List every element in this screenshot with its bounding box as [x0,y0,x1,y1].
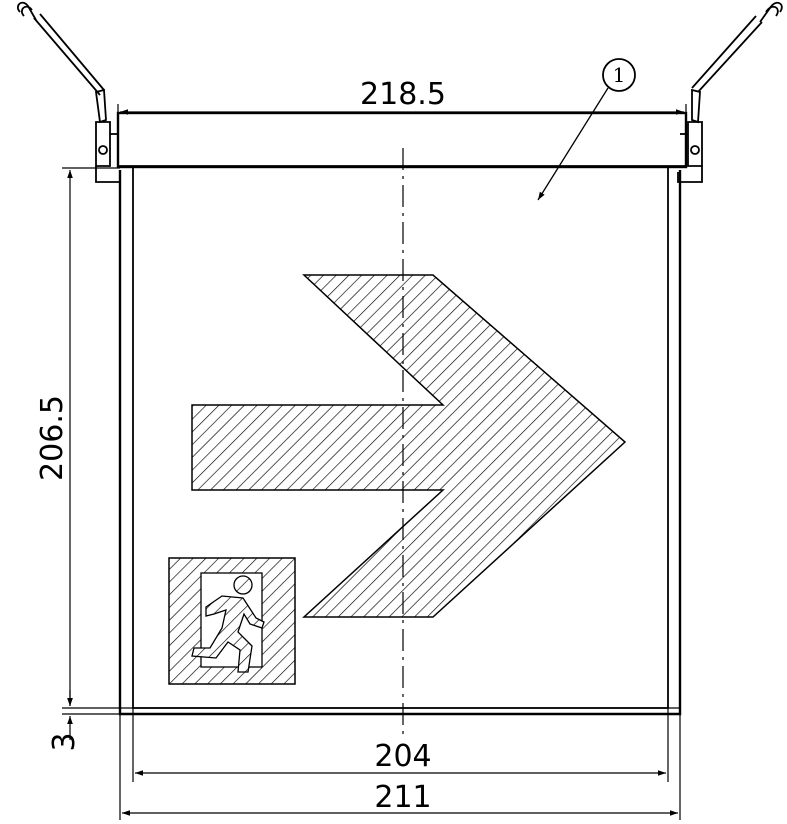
direction-arrow-pictogram [191,274,627,618]
dimension-outer-width: 211 [119,714,681,820]
dimension-top-width: 218.5 [117,77,687,130]
dimension-bottom-gap-label: 3 [47,732,82,751]
left-bracket [95,121,121,183]
callout-bubble: 1 [537,58,636,201]
top-housing-bar [116,111,688,169]
running-man-exit-icon [168,557,296,685]
right-bracket [677,121,703,183]
dimension-height-label: 206.5 [35,395,70,481]
dimension-outer-width-label: 211 [374,780,431,815]
callout-label: 1 [613,63,626,87]
sign-panel [118,168,682,716]
dimension-height: 206.5 [35,167,120,709]
dimension-inner-width: 204 [132,708,669,782]
dimension-inner-width-label: 204 [374,739,431,774]
left-hanging-wire [16,1,107,124]
dimension-bottom-gap: 3 [47,690,120,752]
right-hanging-wire [691,1,783,124]
dimension-top-width-label: 218.5 [360,77,446,112]
